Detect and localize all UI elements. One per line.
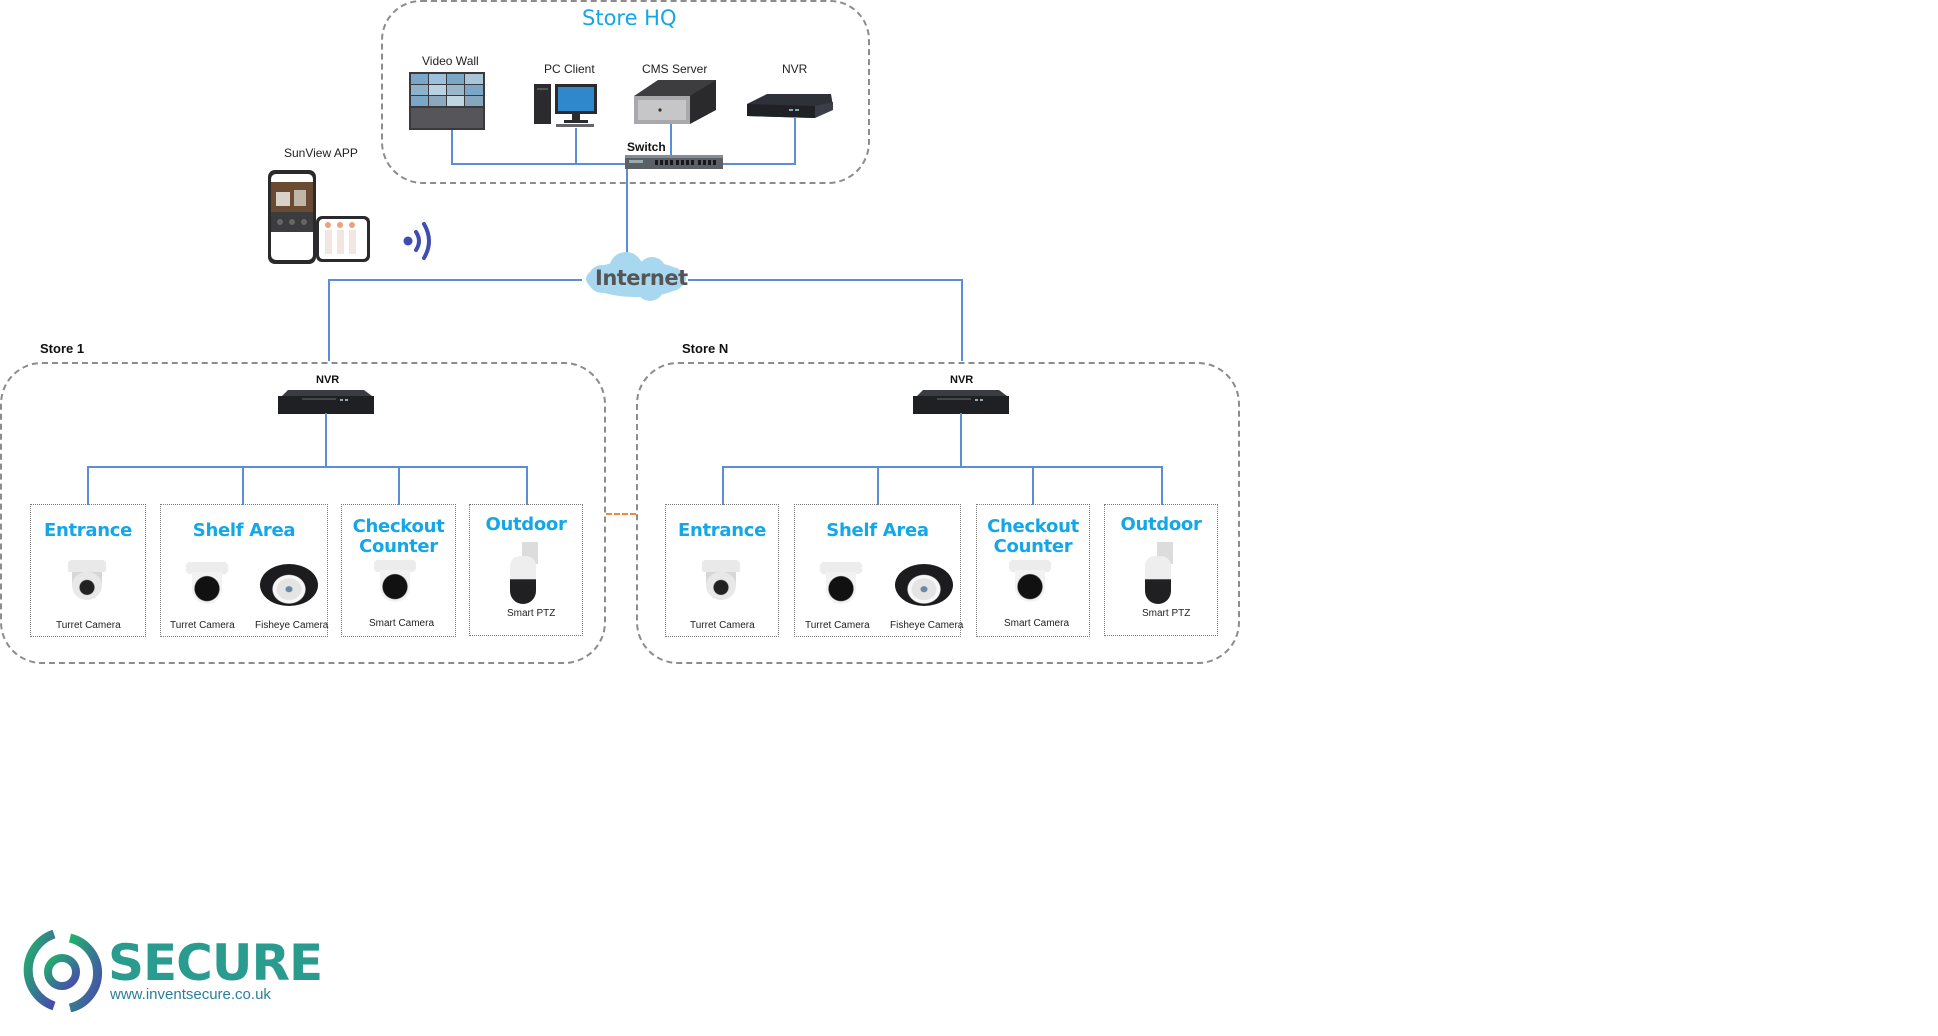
store-1-zone-shelf: Shelf Area (160, 504, 328, 637)
pc-client-icon (532, 82, 604, 128)
camera-caption: Turret Camera (690, 620, 755, 631)
turret-camera-icon (818, 562, 864, 608)
store-1-zone-checkout: Checkout Counter (341, 504, 456, 637)
store-n-zone-entrance: Entrance (665, 504, 779, 637)
internet-cloud-icon (580, 249, 692, 303)
store-n-drop-checkout (1032, 466, 1034, 505)
zone-title: Entrance (677, 520, 767, 541)
pc-client-label: PC Client (544, 62, 595, 76)
camera-caption: Fisheye Camera (255, 620, 329, 631)
camera-caption: Smart PTZ (507, 608, 556, 619)
internet-label: Internet (595, 266, 688, 290)
video-wall-label: Video Wall (422, 54, 479, 68)
fisheye-camera-icon (895, 562, 953, 606)
store-hq-title: Store HQ (582, 6, 677, 30)
store-1-nvr-link (325, 413, 327, 467)
link-hq-bus-left (451, 163, 625, 165)
sunview-app-label: SunView APP (284, 146, 358, 160)
zone-title-line2: Counter (993, 536, 1073, 557)
store-n-zone-shelf: Shelf Area (794, 504, 961, 637)
store-1-label: Store 1 (40, 341, 85, 356)
secure-logo-url: www.inventsecure.co.uk (110, 986, 271, 1003)
smart-camera-icon (1007, 560, 1053, 606)
smart-ptz-icon (1143, 542, 1177, 606)
camera-caption: Turret Camera (805, 620, 870, 631)
store-n-drop-entrance (722, 466, 724, 505)
zone-title-line2: Counter (359, 536, 438, 557)
link-hq-internet (626, 169, 628, 254)
store-1-nvr-icon (278, 390, 374, 414)
link-hq-nvr (794, 118, 796, 164)
store-n-drop-shelf (877, 466, 879, 505)
store-1-drop-outdoor (526, 466, 528, 505)
store-n-zone-checkout: Checkout Counter (976, 504, 1090, 637)
camera-caption: Fisheye Camera (890, 620, 964, 631)
store-1-zone-entrance: Entrance (30, 504, 146, 637)
store-n-nvr-link (960, 413, 962, 467)
wireless-signal-icon (402, 220, 436, 262)
sunview-app-icon (268, 170, 372, 266)
switch-icon (625, 155, 723, 169)
store-n-group (636, 362, 1240, 664)
cms-server-label: CMS Server (642, 62, 708, 76)
link-cms (670, 124, 672, 155)
turret-camera-icon (64, 560, 110, 606)
store-hq-group (381, 0, 870, 184)
camera-caption: Smart PTZ (1142, 608, 1191, 619)
store-n-label: Store N (682, 341, 729, 356)
store-1-drop-shelf (242, 466, 244, 505)
store-1-drop-checkout (398, 466, 400, 505)
zone-title: Entrance (43, 520, 133, 541)
store-n-zone-outdoor: Outdoor (1104, 504, 1218, 636)
zone-title: Shelf Area (826, 520, 929, 541)
zone-title: Outdoor (485, 514, 567, 535)
camera-caption: Smart Camera (1004, 618, 1070, 629)
link-internet-store1-v (328, 279, 330, 361)
link-videowall (451, 130, 453, 164)
store-1-zone-outdoor: Outdoor (469, 504, 583, 636)
fisheye-camera-icon (260, 562, 318, 606)
link-hq-bus-right (723, 163, 796, 165)
link-internet-storen-v (961, 279, 963, 361)
store-1-bus (88, 466, 528, 468)
store-1-group (0, 362, 606, 664)
secure-logo-brand: SECURE (108, 934, 323, 992)
store-1-drop-entrance (87, 466, 89, 505)
store-interlink (606, 513, 636, 515)
turret-camera-icon (698, 560, 744, 606)
camera-caption: Turret Camera (170, 620, 235, 631)
secure-logo-icon (20, 928, 104, 1012)
store-n-bus (723, 466, 1163, 468)
camera-caption: Smart Camera (369, 618, 435, 629)
smart-ptz-icon (508, 542, 542, 606)
turret-camera-icon (184, 562, 230, 608)
smart-camera-icon (372, 560, 418, 606)
hq-nvr-icon (745, 90, 835, 120)
hq-nvr-label: NVR (782, 62, 808, 76)
link-internet-store1-h (328, 279, 582, 281)
zone-title: Outdoor (1120, 514, 1202, 535)
store-1-nvr-label: NVR (316, 374, 340, 386)
cms-server-icon (630, 76, 720, 126)
zone-title-line1: Checkout (352, 516, 445, 537)
store-n-nvr-label: NVR (950, 374, 974, 386)
store-n-nvr-icon (913, 390, 1009, 414)
switch-label: Switch (627, 140, 666, 154)
camera-caption: Turret Camera (56, 620, 121, 631)
zone-title-line1: Checkout (987, 516, 1079, 537)
store-n-drop-outdoor (1161, 466, 1163, 505)
zone-title: Shelf Area (192, 520, 296, 541)
link-internet-storen-h (688, 279, 962, 281)
video-wall-icon (409, 72, 485, 130)
link-pc (575, 128, 577, 164)
